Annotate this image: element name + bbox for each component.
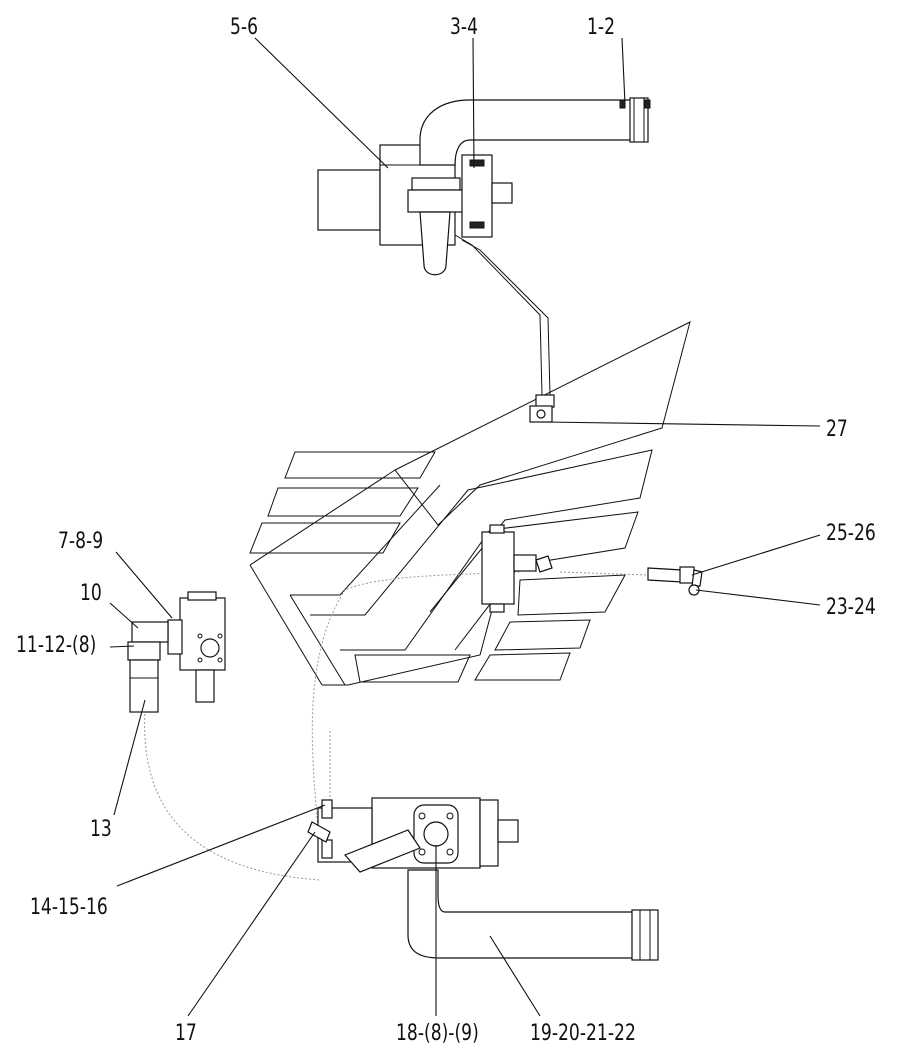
leader-3-4 [472, 37, 475, 169]
leader-17 [187, 831, 316, 1017]
middle-valve-block [481, 524, 553, 613]
leader-10 [109, 602, 139, 629]
leader-13 [113, 699, 146, 816]
callout-27: 27 [826, 416, 848, 442]
hose-routes [144, 571, 649, 881]
callout-14-15-16: 14-15-16 [30, 894, 108, 920]
callout-13: 13 [90, 816, 112, 842]
callout-17: 17 [175, 1020, 197, 1046]
callout-1-2: 1-2 [587, 14, 615, 40]
leader-25-26 [691, 534, 821, 576]
callout-11-12-8: 11-12-(8) [16, 632, 96, 658]
bottom-pump-assembly [307, 797, 659, 961]
right-fittings [647, 566, 703, 596]
leader-27 [544, 421, 821, 427]
leader-7-8-9 [115, 551, 173, 619]
leader-23-24 [695, 589, 821, 606]
leader-19-22 [489, 935, 541, 1017]
frame-outline [249, 321, 691, 686]
leader-5-6 [254, 37, 389, 169]
callout-23-24: 23-24 [826, 594, 876, 620]
leader-1-2 [621, 37, 626, 105]
top-pump-assembly [317, 97, 651, 423]
leader-14-15-16 [116, 804, 326, 887]
leader-lines [109, 37, 821, 1017]
callout-7-8-9: 7-8-9 [58, 528, 103, 554]
callout-18-8-9: 18-(8)-(9) [396, 1020, 479, 1046]
callout-19-20-21-22: 19-20-21-22 [530, 1020, 636, 1046]
left-valve-assembly [127, 591, 226, 713]
callout-labels: 1-2 3-4 5-6 27 25-26 23-24 7-8-9 10 11-1… [16, 14, 876, 1046]
leader-11-12 [109, 645, 135, 648]
callout-25-26: 25-26 [826, 520, 876, 546]
callout-10: 10 [80, 580, 102, 606]
callout-3-4: 3-4 [450, 14, 478, 40]
callout-5-6: 5-6 [230, 14, 258, 40]
